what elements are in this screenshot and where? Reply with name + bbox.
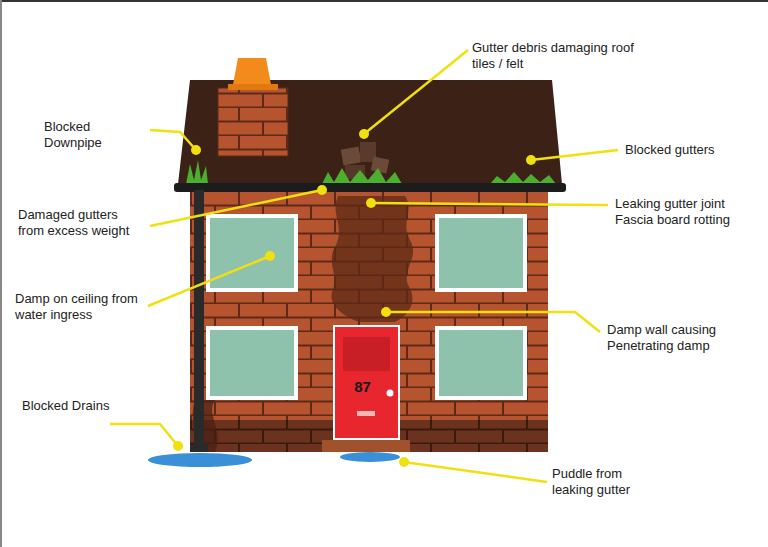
front-door: 87 bbox=[333, 325, 400, 440]
door-number: 87 bbox=[354, 379, 371, 395]
debris-label: Gutter debris damaging roof tiles / felt bbox=[472, 40, 637, 72]
wall-damp-label: Damp wall causing Penetrating damp bbox=[607, 322, 747, 354]
puddle-label: Puddle from leaking gutter bbox=[552, 466, 656, 498]
downpipe-label: Blocked Downpipe bbox=[44, 119, 124, 151]
drains-label: Blocked Drains bbox=[22, 398, 142, 414]
damaged-gutters-label: Damaged gutters from excess weight bbox=[18, 207, 144, 239]
gutters-label: Blocked gutters bbox=[625, 142, 755, 158]
ceiling-damp-label: Damp on ceiling from water ingress bbox=[15, 291, 139, 323]
leaking-joint-label: Leaking gutter joint Fascia board rottin… bbox=[615, 196, 755, 228]
